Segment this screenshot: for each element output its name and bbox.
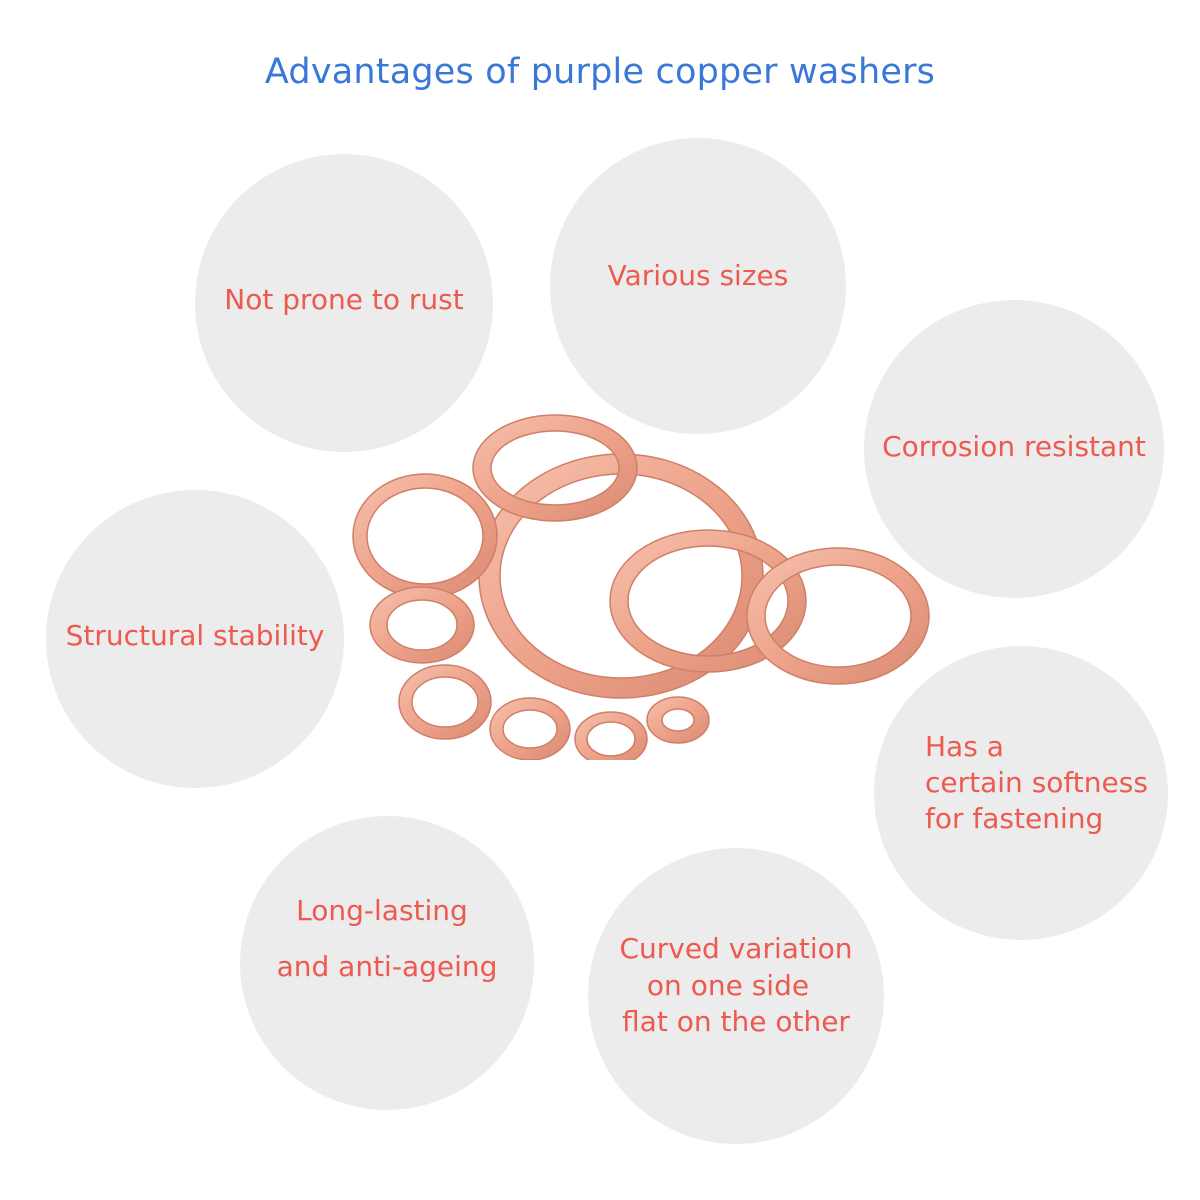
- washer-right-large: [609, 529, 807, 673]
- washer-bottom-2: [574, 711, 648, 760]
- feature-bubble-rust: [195, 154, 493, 452]
- feature-label-stability: Structural stability: [65, 619, 325, 652]
- copper-washers-image: [352, 414, 930, 760]
- feature-label-rust: Not prone to rust: [224, 283, 464, 316]
- feature-label-longlasting-line-1: Long-lasting: [296, 894, 468, 927]
- feature-label-softness-line-2: certain softness: [925, 766, 1148, 799]
- washer-left-low: [398, 664, 492, 740]
- washer-left-mid: [369, 586, 475, 664]
- feature-bubble-softness: [874, 646, 1168, 940]
- feature-label-curved-line-3: flat on the other: [622, 1005, 850, 1038]
- feature-label-curved-line-2: on one side: [646, 969, 810, 1002]
- feature-label-longlasting-line-2: and anti-ageing: [276, 950, 498, 983]
- feature-bubble-stability: [46, 490, 344, 788]
- washer-bottom-1: [489, 697, 571, 760]
- feature-bubble-longlasting: [240, 816, 534, 1110]
- washer-top: [472, 414, 638, 522]
- page-title: Advantages of purple copper washers: [264, 52, 936, 92]
- washer-large-center: [478, 453, 764, 699]
- feature-bubble-corrosion: [864, 300, 1164, 598]
- feature-label-softness-line-3: for fastening: [925, 802, 1104, 835]
- washer-bottom-3: [646, 696, 710, 744]
- feature-label-curved-line-1: Curved variation: [619, 932, 853, 965]
- washer-right-small: [746, 547, 930, 685]
- feature-bubble-curved: [588, 848, 884, 1144]
- washer-left-top: [352, 473, 498, 599]
- feature-label-softness-line-1: Has a: [925, 730, 1004, 763]
- feature-label-sizes: Various sizes: [607, 259, 789, 292]
- feature-bubble-sizes: [550, 138, 846, 434]
- feature-label-corrosion: Corrosion resistant: [882, 430, 1146, 463]
